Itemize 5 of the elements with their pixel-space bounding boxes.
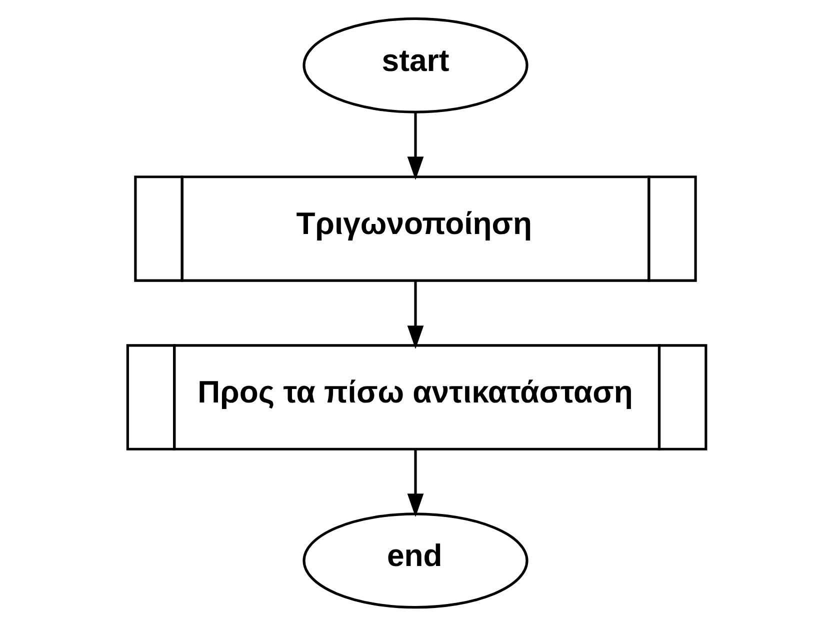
- node-ellipse: end: [302, 512, 528, 609]
- node-ellipse: start: [302, 17, 528, 114]
- arrow: [406, 281, 424, 349]
- arrow: [406, 450, 424, 518]
- arrow: [406, 112, 424, 180]
